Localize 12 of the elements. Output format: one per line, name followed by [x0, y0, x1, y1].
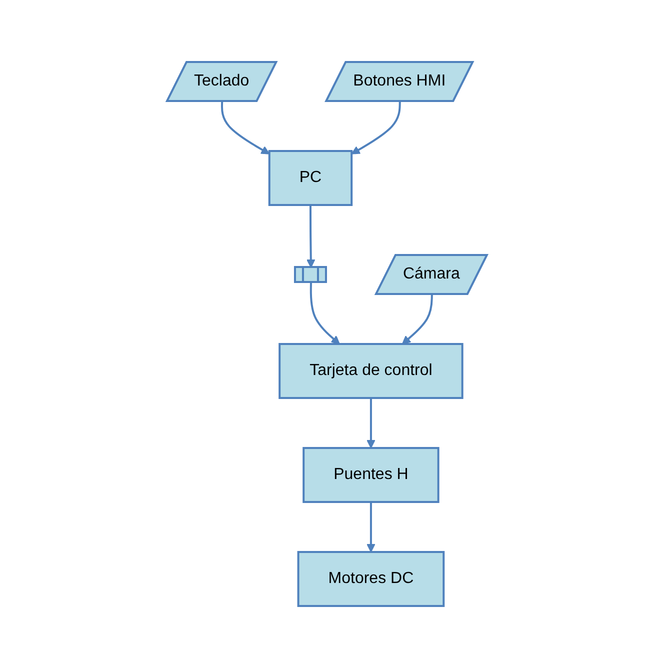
- arrow: [309, 282, 340, 344]
- node-box: Motores DC: [296, 550, 444, 607]
- arrow: [366, 502, 375, 552]
- arrow: [220, 101, 270, 154]
- node-box: PC: [268, 150, 352, 206]
- arrow: [350, 101, 400, 154]
- node-box: [294, 266, 327, 283]
- arrow: [306, 205, 315, 268]
- node-box: Tarjeta de control: [278, 343, 463, 399]
- arrow: [402, 294, 432, 344]
- node-box: Puentes H: [302, 447, 439, 503]
- arrow: [366, 398, 375, 448]
